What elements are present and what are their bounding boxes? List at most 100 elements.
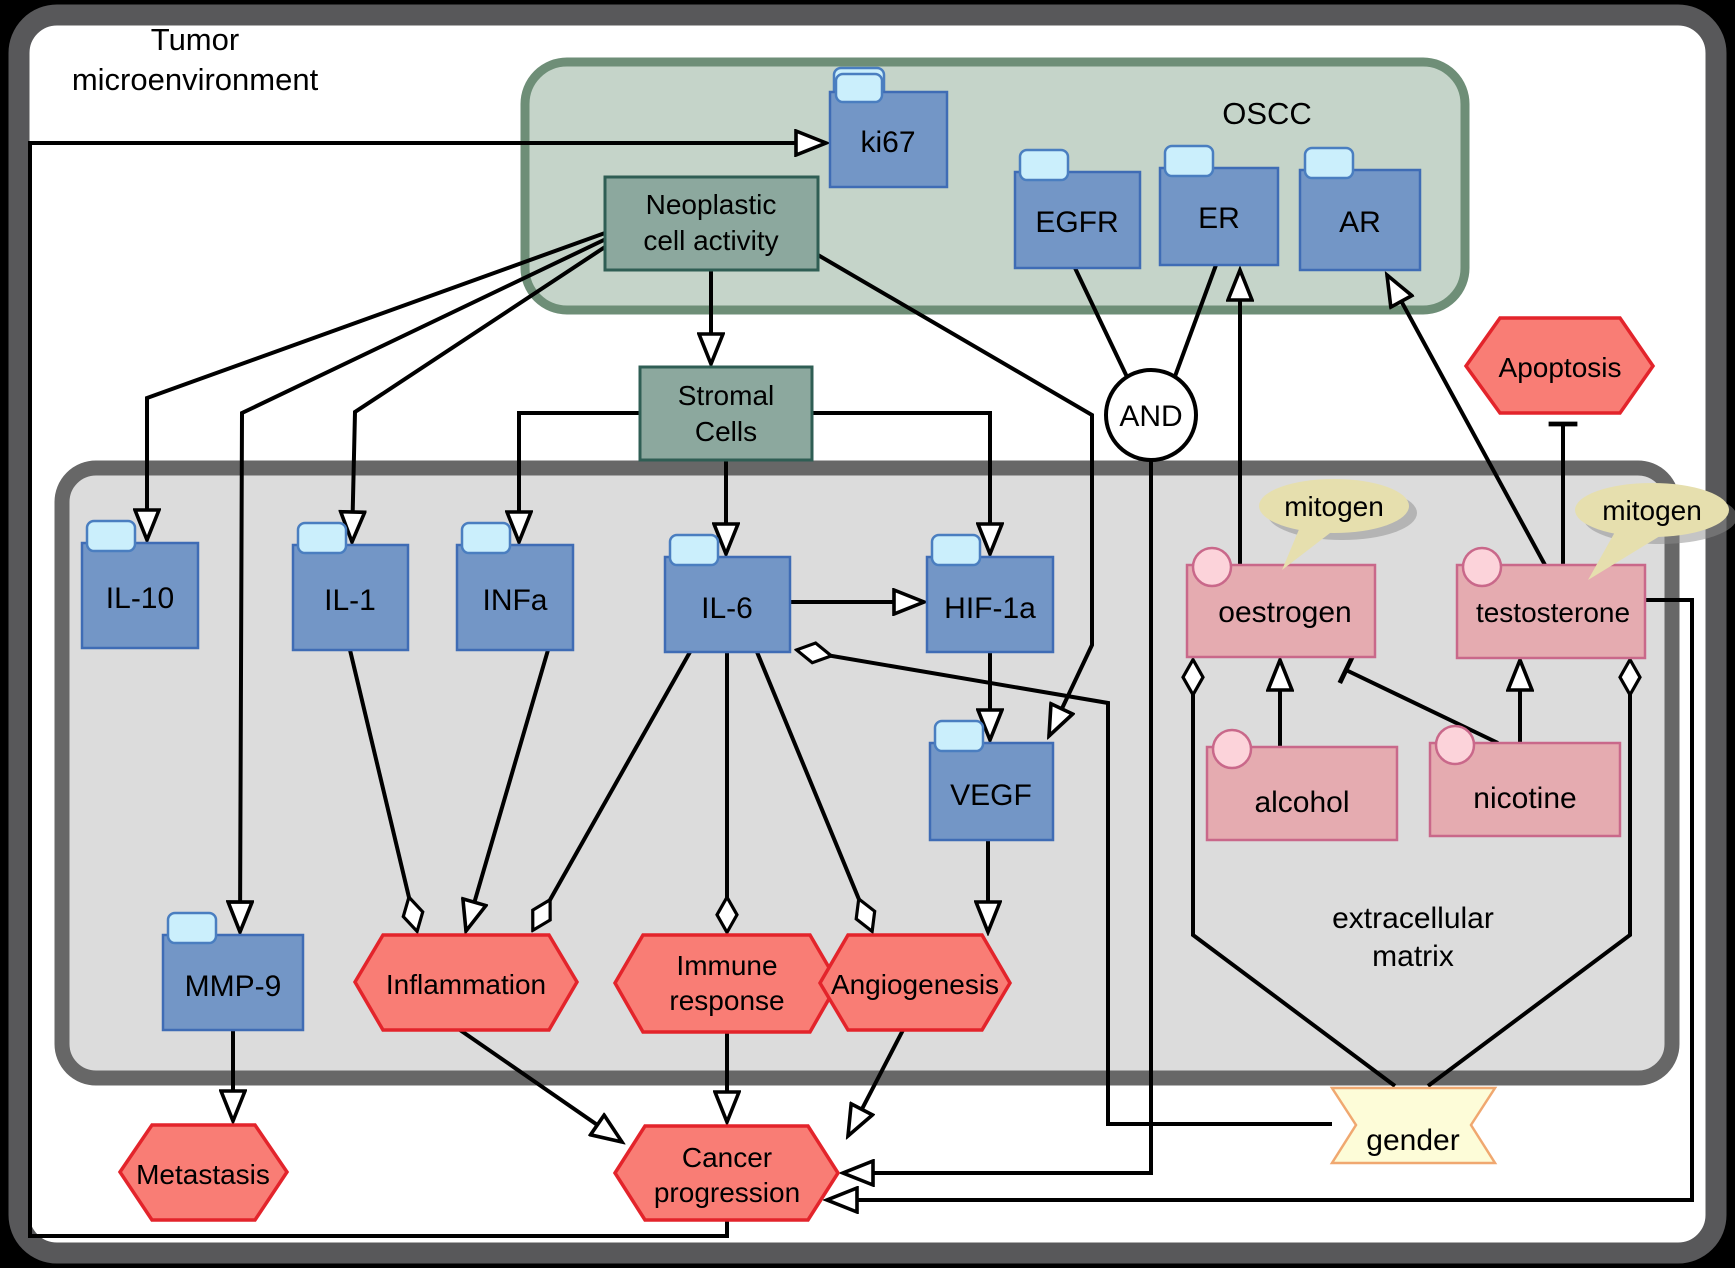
angiogenesis-label: Angiogenesis: [831, 969, 999, 1000]
nicotine-label: nicotine: [1473, 782, 1576, 815]
gender-label: gender: [1366, 1124, 1459, 1157]
node-cancer-progression[interactable]: Cancer progression: [612, 1124, 841, 1222]
il6-box[interactable]: [663, 555, 792, 654]
bubble-tail-icon: [1588, 532, 1660, 580]
title-line1: Tumor: [151, 22, 239, 57]
ar-label: AR: [1339, 206, 1381, 239]
ki67-box[interactable]: [828, 90, 949, 189]
mitogen-bubble-icon: [1259, 479, 1409, 533]
node-and-gate[interactable]: AND: [1104, 368, 1198, 462]
node-nicotine[interactable]: nicotine: [1428, 724, 1622, 838]
node-er[interactable]: ER: [1158, 144, 1280, 267]
node-oestrogen[interactable]: oestrogen: [1185, 546, 1377, 659]
title-line2: microenvironment: [72, 62, 319, 97]
node-gender[interactable]: gender: [1329, 1086, 1498, 1165]
vegf-tab-icon: [933, 719, 985, 753]
metastasis-hexagon[interactable]: [117, 1123, 290, 1222]
er-tab-icon: [1163, 144, 1215, 178]
edge-inflammation-cancer-progression: [458, 1028, 622, 1142]
edge-testosterone-cancer-progression: [827, 598, 1694, 1200]
edge-neoplastic-vegf: [816, 253, 1094, 736]
testosterone-dot-icon: [1461, 546, 1503, 588]
egfr-box[interactable]: [1013, 170, 1142, 270]
node-ki67[interactable]: ki67: [828, 66, 949, 189]
angiogenesis-hexagon[interactable]: [817, 933, 1013, 1032]
il6-label: IL-6: [701, 592, 753, 625]
immune-label-line1: Immune: [676, 950, 777, 981]
extracellular-matrix-label: extracellular matrix: [1332, 902, 1494, 973]
node-inflammation[interactable]: Inflammation: [352, 933, 580, 1032]
testosterone-label: testosterone: [1476, 597, 1630, 628]
er-box[interactable]: [1158, 166, 1280, 267]
egfr-label: EGFR: [1035, 206, 1118, 239]
mitogen-bubble-icon: [1575, 483, 1729, 537]
neoplastic-label-line1: Neoplastic: [646, 189, 777, 220]
infa-label: INFa: [482, 584, 547, 617]
nicotine-dot-icon: [1434, 724, 1476, 766]
stromal-label-line2: Cells: [695, 416, 757, 447]
il1-label: IL-1: [324, 584, 376, 617]
node-alcohol[interactable]: alcohol: [1205, 728, 1399, 842]
il1-tab-icon: [296, 521, 348, 555]
node-stromal-cells[interactable]: Stromal Cells: [638, 365, 814, 462]
edge-cancer-progression-ki67: [28, 143, 826, 1238]
edge-neoplastic-il1: [352, 241, 613, 542]
node-angiogenesis[interactable]: Angiogenesis: [817, 933, 1013, 1032]
edge-gender-oestrogen: [1193, 660, 1397, 1088]
node-metastasis[interactable]: Metastasis: [117, 1123, 290, 1222]
edges: [28, 143, 1694, 1238]
edge-gender-il6: [797, 650, 1332, 1126]
neoplastic-box[interactable]: [603, 175, 820, 272]
mmp9-label: MMP-9: [185, 970, 282, 1003]
matrix-label-line2: matrix: [1372, 940, 1454, 973]
matrix-label-line1: extracellular: [1332, 902, 1494, 935]
edge-egfr-and: [1073, 267, 1130, 380]
ar-box[interactable]: [1298, 168, 1422, 272]
node-testosterone[interactable]: testosterone: [1455, 546, 1647, 660]
mitogen-right-label: mitogen: [1602, 495, 1702, 526]
immune-label-line2: response: [669, 985, 784, 1016]
inflammation-hexagon[interactable]: [352, 933, 580, 1032]
edge-il1-inflammation: [348, 649, 417, 931]
vegf-box[interactable]: [928, 741, 1055, 842]
edge-neoplastic-il10: [147, 231, 606, 540]
edge-er-and: [1172, 264, 1218, 380]
mmp9-tab-icon: [166, 911, 218, 945]
gender-ribbon[interactable]: [1329, 1086, 1498, 1165]
mitogen-left-label: mitogen: [1284, 491, 1384, 522]
hif1a-label: HIF-1a: [944, 592, 1036, 625]
node-il6[interactable]: IL-6: [663, 533, 792, 654]
infa-box[interactable]: [455, 543, 575, 652]
neoplastic-label-line2: cell activity: [643, 225, 778, 256]
node-neoplastic-cell-activity[interactable]: Neoplastic cell activity: [603, 175, 820, 272]
node-hif1a[interactable]: HIF-1a: [925, 533, 1055, 654]
oestrogen-label: oestrogen: [1218, 596, 1351, 629]
stromal-box[interactable]: [638, 365, 814, 462]
alcohol-dot-icon: [1211, 728, 1253, 770]
apoptosis-label: Apoptosis: [1499, 352, 1622, 383]
annotation-mitogen-right: mitogen: [1575, 483, 1735, 580]
node-mmp9[interactable]: MMP-9: [161, 911, 305, 1032]
node-vegf[interactable]: VEGF: [928, 719, 1055, 842]
il10-box[interactable]: [80, 541, 200, 650]
node-il10[interactable]: IL-10: [80, 519, 200, 650]
and-circle[interactable]: [1104, 368, 1198, 462]
il1-box[interactable]: [291, 543, 410, 652]
ki67-tab-icon: [834, 72, 884, 104]
and-label: AND: [1119, 400, 1182, 433]
node-ar[interactable]: AR: [1298, 146, 1422, 272]
node-egfr[interactable]: EGFR: [1013, 148, 1142, 270]
cancer-label-line2: progression: [654, 1177, 800, 1208]
node-infa[interactable]: INFa: [455, 521, 575, 652]
hif1a-box[interactable]: [925, 555, 1055, 654]
node-apoptosis[interactable]: Apoptosis: [1463, 316, 1656, 415]
hif1a-tab-icon: [930, 533, 982, 567]
mmp9-box[interactable]: [161, 933, 305, 1032]
cancer-progression-hexagon[interactable]: [612, 1124, 841, 1222]
ar-tab-icon: [1303, 146, 1355, 180]
il10-label: IL-10: [106, 582, 174, 615]
node-il1[interactable]: IL-1: [291, 521, 410, 652]
node-immune-response[interactable]: Immune response: [612, 933, 841, 1034]
apoptosis-hexagon[interactable]: [1463, 316, 1656, 415]
egfr-tab-icon: [1018, 148, 1070, 182]
